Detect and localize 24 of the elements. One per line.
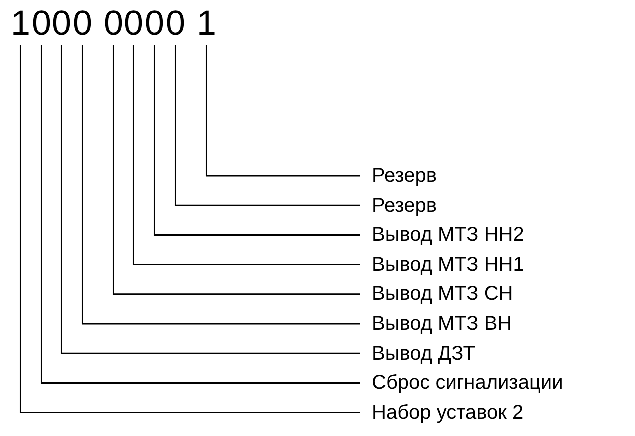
leader-line: [132, 45, 360, 266]
leader-line: [206, 45, 360, 177]
bit-digit: 0: [124, 6, 144, 41]
leader-line: [174, 45, 360, 206]
bit-digit: 0: [104, 6, 124, 41]
bit-label: Резерв: [372, 194, 437, 217]
bit-label: Вывод ДЗТ: [372, 342, 476, 365]
bit-label: Вывод МТЗ НН1: [372, 254, 524, 276]
bit-digit: 0: [32, 6, 52, 41]
bit-label: Вывод МТЗ НН2: [372, 224, 524, 246]
bit-digit: 0: [73, 6, 92, 41]
leader-line: [82, 45, 360, 325]
bit-label: Резерв: [372, 165, 437, 187]
bit-digit: 0: [145, 6, 164, 41]
bit-label: Сброс сигнализации: [372, 372, 564, 394]
bit-digit: 0: [52, 6, 72, 41]
bit-label: Набор уставок 2: [372, 402, 524, 424]
leader-line: [154, 45, 360, 236]
bit-digit: 1: [197, 6, 216, 41]
bit-label: Вывод МТЗ ВН: [372, 313, 512, 335]
bit-digit: 1: [11, 6, 30, 41]
bit-digit: 0: [166, 6, 186, 41]
leader-line: [112, 45, 360, 296]
bit-label: Вывод МТЗ СН: [372, 283, 514, 306]
